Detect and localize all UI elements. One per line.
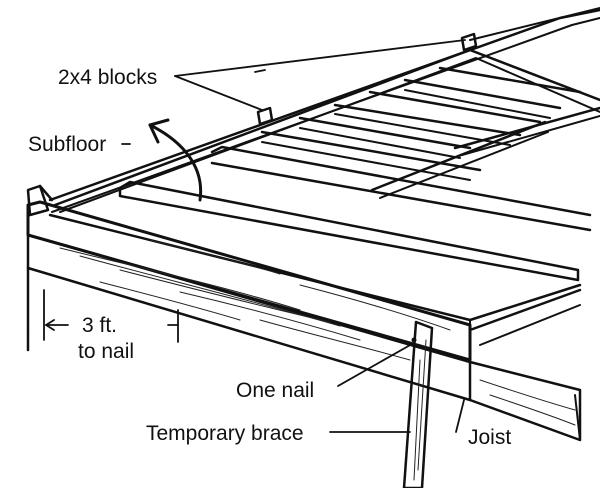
- floor-joists: [118, 66, 592, 282]
- label-joist: Joist: [468, 426, 511, 449]
- rim-board-far: [48, 7, 600, 213]
- corner-post: [26, 184, 54, 217]
- label-distance-line2: to nail: [78, 340, 134, 363]
- floor-structure: [26, 7, 600, 488]
- labels: 2x4 blocks Subfloor 3 ft. to nail One na…: [28, 66, 511, 449]
- leader-lines: [43, 39, 466, 433]
- label-temporary-brace: Temporary brace: [146, 422, 304, 445]
- label-one-nail: One nail: [236, 379, 314, 402]
- subfloor-sheet: [48, 48, 600, 351]
- subfloor-rotate-arrow: [148, 118, 203, 202]
- label-2x4-blocks: 2x4 blocks: [58, 66, 157, 89]
- blocking: [370, 106, 600, 199]
- label-subfloor: Subfloor: [28, 133, 106, 156]
- front-rim-joist: [26, 200, 472, 402]
- 2x4-block-marks: [256, 32, 478, 126]
- side-joist: [468, 288, 582, 442]
- label-distance-line1: 3 ft.: [82, 314, 117, 337]
- nail-mark: [411, 337, 417, 343]
